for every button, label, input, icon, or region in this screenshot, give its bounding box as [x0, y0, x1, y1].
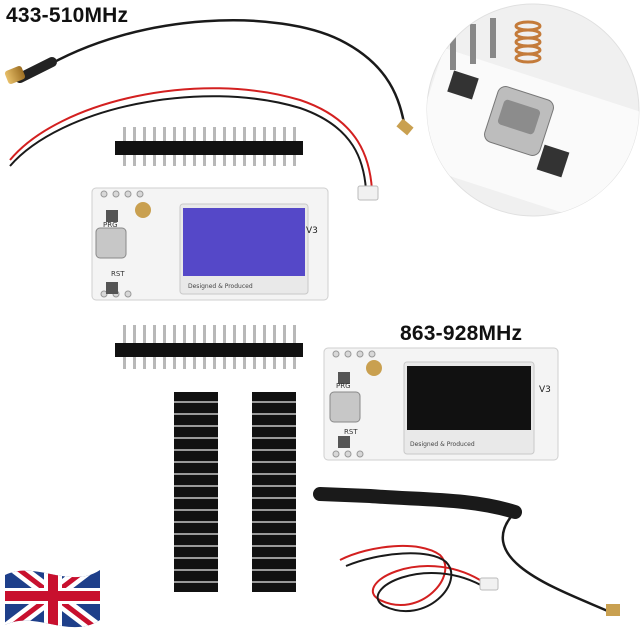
zoom-detail-circle [426, 3, 640, 217]
battery-cable [9, 87, 379, 201]
oled-screen-lit [183, 208, 305, 276]
credit-mark-2: Designed & Produced [410, 441, 475, 448]
usb-c-port-icon-2 [329, 391, 361, 423]
pin-header-middle [115, 325, 303, 369]
pin-header-top [115, 127, 303, 166]
usb-c-port-icon [95, 227, 127, 259]
spring-antenna-cable [4, 19, 414, 136]
rst-mark-2: RST [344, 428, 358, 436]
band-label-low: 433-510MHz [6, 4, 129, 27]
version-mark-2: V3 [539, 385, 551, 395]
band-label-high: 863-928MHz [400, 322, 523, 345]
prg-mark: PRG [103, 221, 118, 229]
uk-flag-icon [5, 570, 100, 628]
oled-screen-off [407, 366, 531, 430]
credit-mark: Designed & Produced [188, 283, 253, 290]
rst-mark: RST [111, 270, 125, 278]
pin-header-vertical-right [252, 392, 296, 592]
tube-antenna-cable [313, 487, 620, 616]
prg-mark-2: PRG [336, 382, 351, 390]
spring-antenna-icon [4, 66, 26, 84]
lora-board-low-band: V3 PRG RST Designed & Produced [91, 187, 329, 301]
lora-board-high-band: V3 PRG RST Designed & Produced [323, 347, 559, 461]
pin-header-vertical-left [174, 392, 218, 592]
battery-cable-2 [339, 545, 499, 613]
spring-antenna-icon-zoom [514, 20, 542, 64]
version-mark: V3 [306, 226, 318, 236]
